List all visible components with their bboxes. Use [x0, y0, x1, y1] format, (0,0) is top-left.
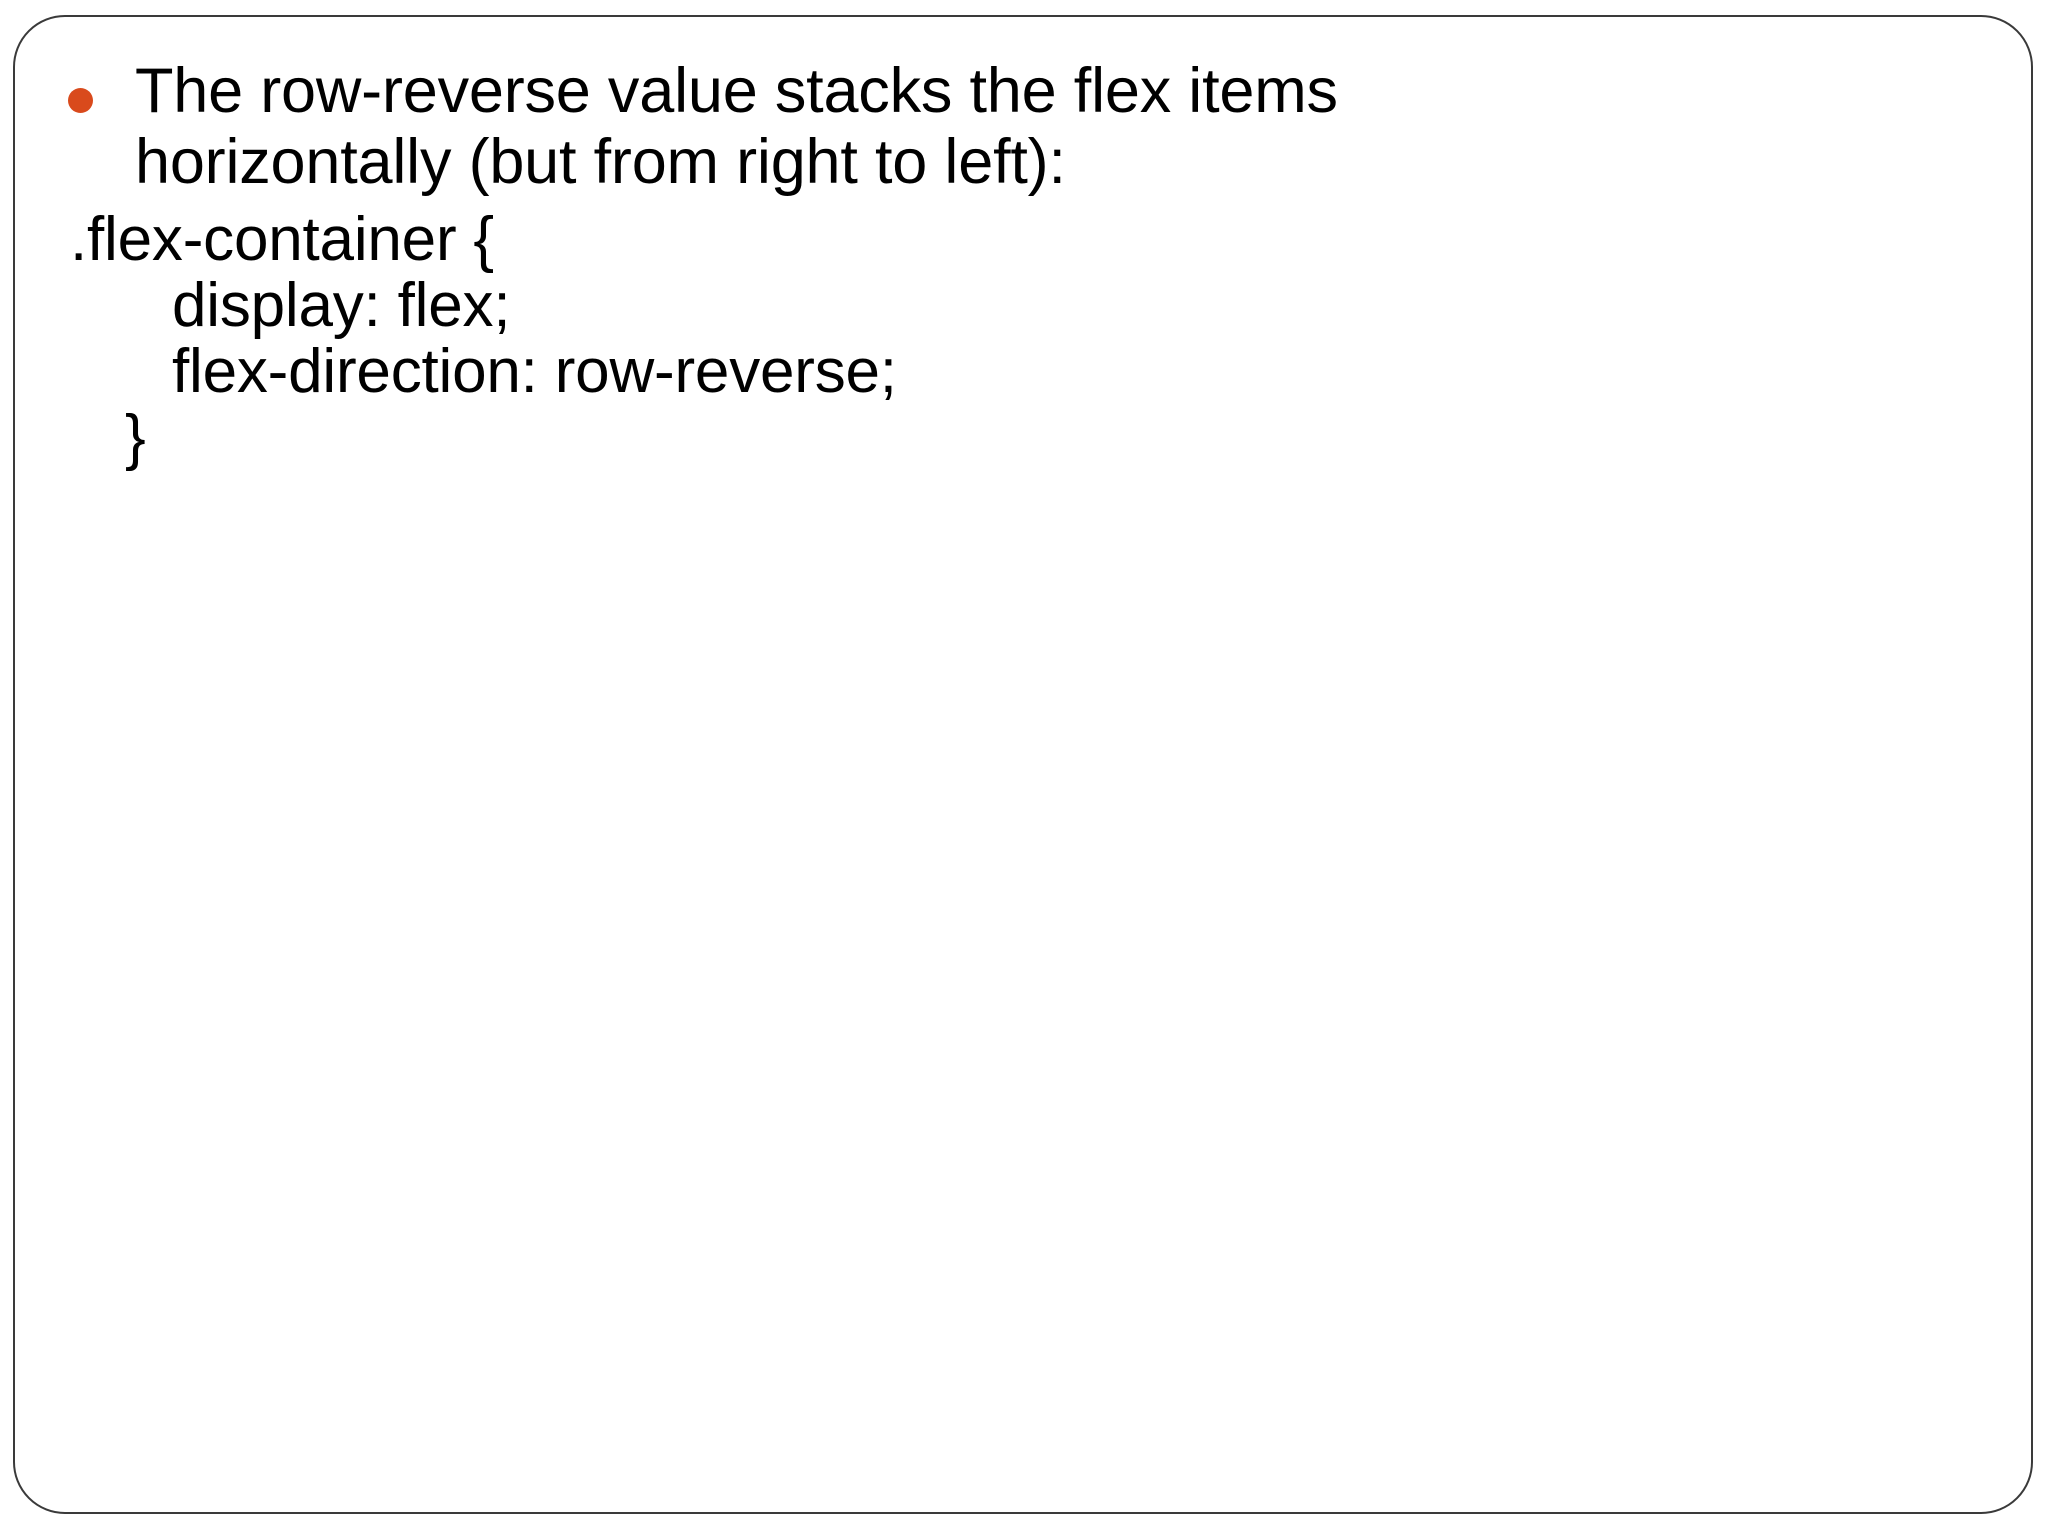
- filled-circle-bullet-icon: [68, 88, 93, 113]
- code-line-display: display: flex;: [172, 271, 511, 340]
- code-line-closing-brace: }: [125, 403, 146, 472]
- code-line-flex-direction: flex-direction: row-reverse;: [172, 337, 897, 406]
- bullet-list: The row-reverse value stacks the flex it…: [62, 56, 1622, 198]
- code-line-selector: .flex-container {: [70, 205, 494, 274]
- code-snippet: .flex-container { display: flex; flex-di…: [70, 205, 897, 472]
- list-item: The row-reverse value stacks the flex it…: [62, 56, 1622, 198]
- bullet-item-text: The row-reverse value stacks the flex it…: [135, 56, 1338, 198]
